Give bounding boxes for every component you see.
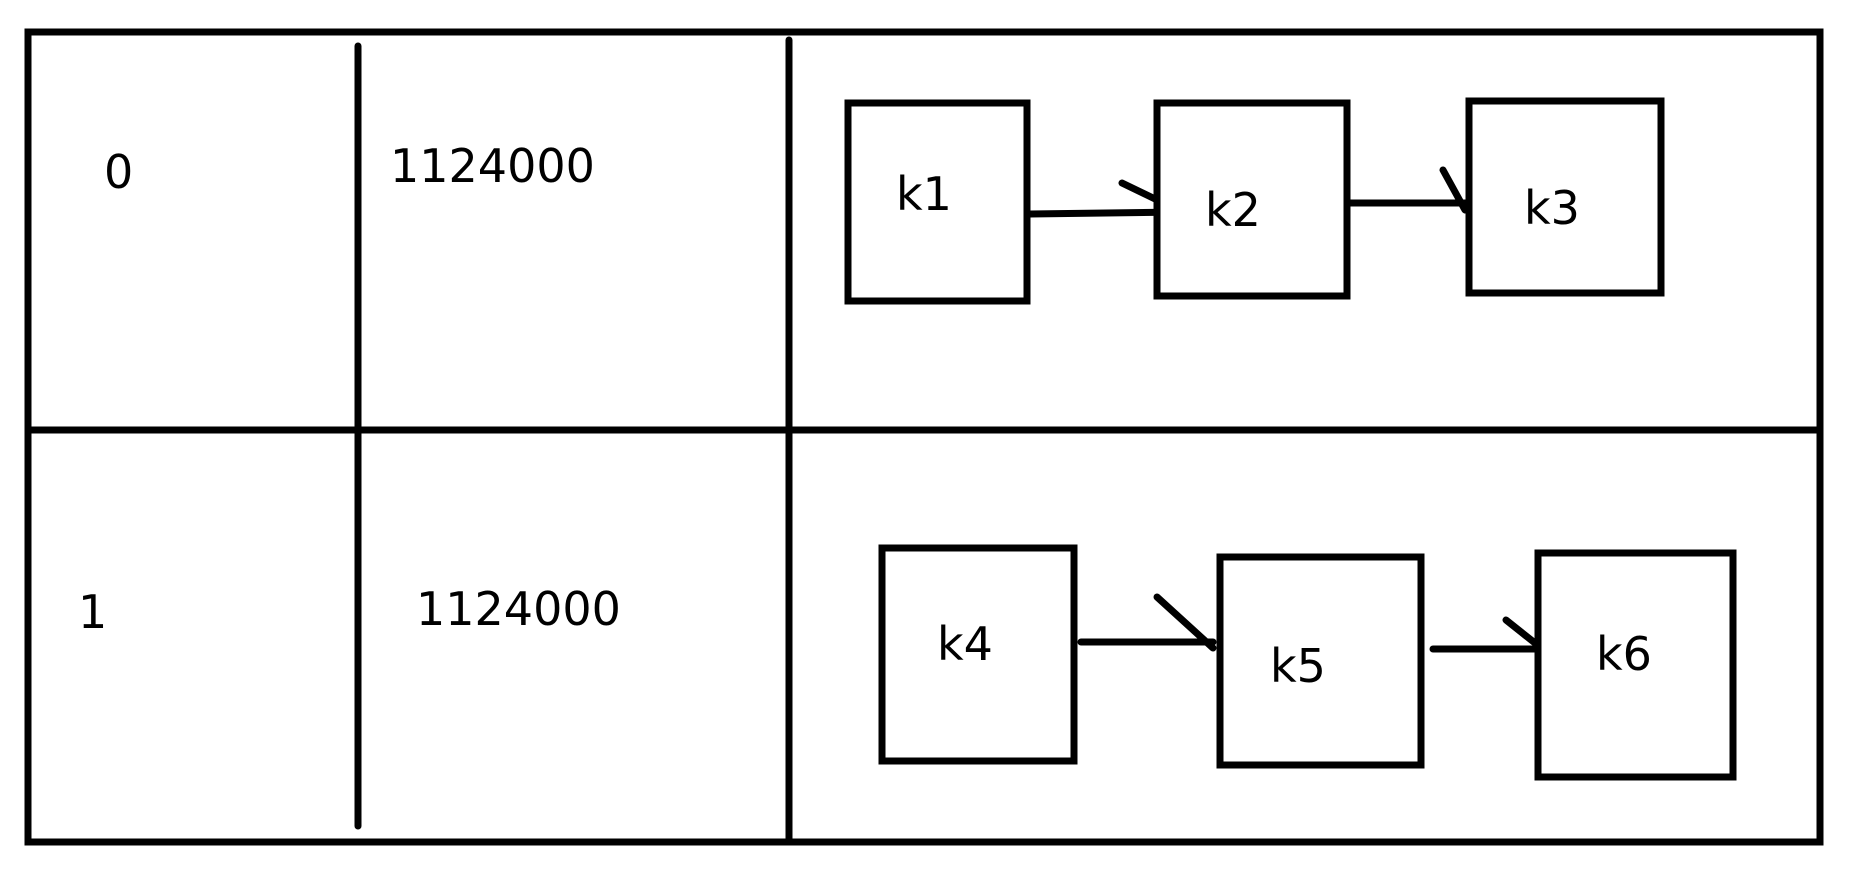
linked-list: k4 k5 k6 [878,544,1737,781]
bucket-index: 0 [104,145,133,199]
table-row: 0 1124000 k1 k2 k3 [104,97,1665,305]
list-node-label: k1 [896,167,952,221]
bucket-index: 1 [78,585,107,639]
list-node-label: k2 [1205,183,1261,237]
list-node-box [844,99,1031,305]
linked-list: k1 k2 k3 [844,97,1665,305]
list-node-label: k3 [1524,181,1580,235]
arrow-head [1439,166,1469,214]
bucket-value: 1124000 [416,582,621,636]
bucket-value: 1124000 [390,139,595,193]
table-outer-border [24,28,1824,846]
list-node-box [878,544,1078,765]
list-node-box [1465,97,1665,297]
list-node-box [1534,549,1737,781]
list-node-box [1153,99,1351,300]
table-row: 1 1124000 k4 k5 k6 [78,544,1737,781]
list-node-label: k6 [1596,627,1652,681]
list-node-label: k4 [937,617,993,671]
arrow-head [1153,593,1217,652]
list-node-label: k5 [1270,639,1326,693]
list-node-box [1216,553,1425,769]
